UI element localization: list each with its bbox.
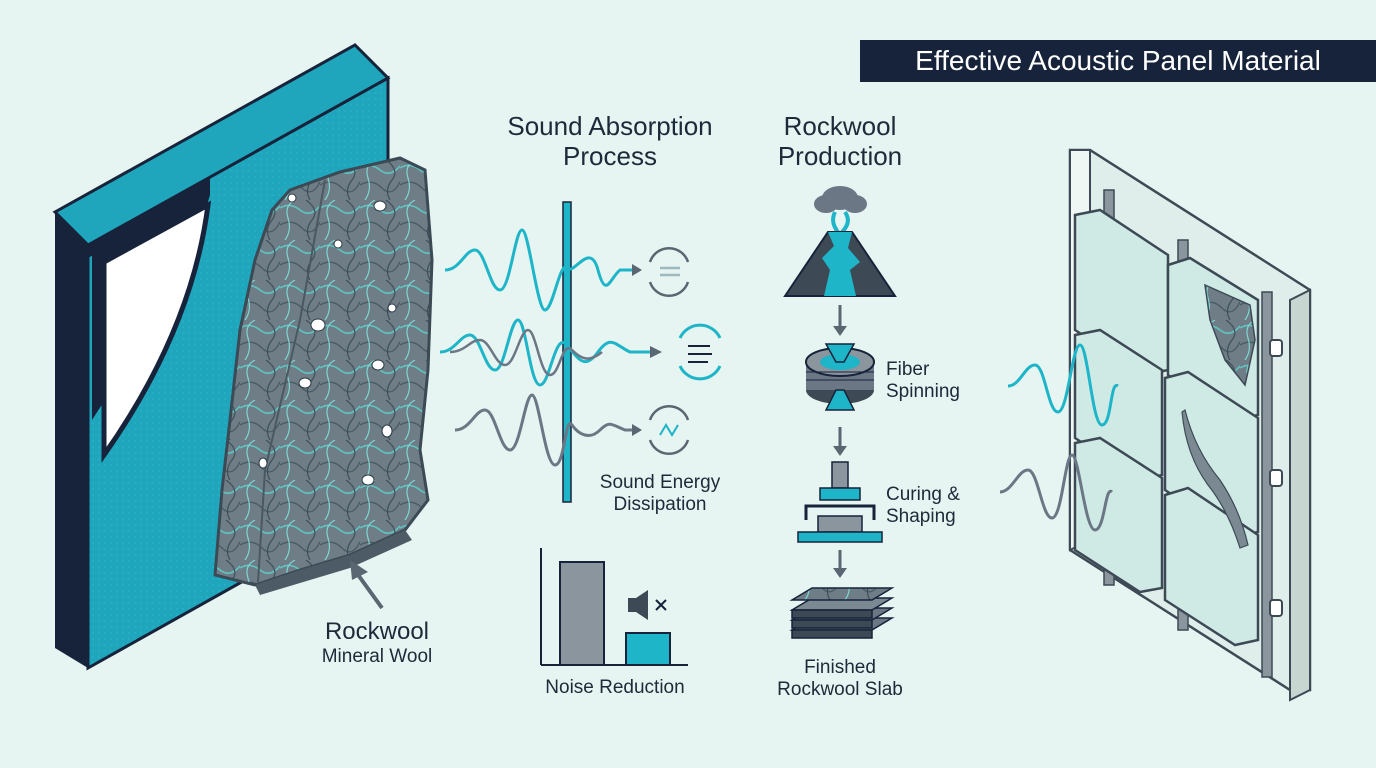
panel-sound-wave-1 [1007, 343, 1119, 427]
production-heading-line2: Production [777, 140, 903, 171]
absorption-diagram [439, 201, 722, 503]
wall-frame-top [88, 178, 210, 258]
fiber-spinner-icon [805, 343, 875, 411]
material-name: Rockwool [324, 618, 430, 645]
mute-speaker-icon [628, 590, 667, 620]
production-diagram [783, 186, 897, 639]
panel-core-reveal [1204, 283, 1256, 387]
rockwool-sample-illustration [213, 156, 434, 595]
step-3-line1: Finished [804, 657, 876, 678]
step-2-line1: Curing & [886, 484, 960, 505]
material-subtitle: Mineral Wool [321, 645, 433, 667]
mounting-brackets [1269, 339, 1283, 617]
slab-stack-icon [789, 587, 895, 639]
sound-wave-3 [454, 393, 632, 467]
step-fiber-spinning-label: Fiber Spinning [886, 359, 1006, 403]
step-1-line2: Spinning [886, 380, 960, 402]
noise-before-bar [559, 561, 605, 666]
press-icon [797, 461, 883, 543]
step-curing-shaping-label: Curing & Shaping [886, 484, 1006, 528]
rockwool-pointer-arrow [350, 560, 384, 610]
absorption-heading: Sound Absorption Process [470, 111, 750, 172]
dissipation-label: Sound Energy Dissipation [580, 472, 740, 516]
step-1-line1: Fiber [886, 359, 930, 380]
panel-sound-wave-2 [999, 453, 1114, 532]
sound-wave-2 [439, 318, 650, 387]
step-finished-slab-label: Finished Rockwool Slab [760, 657, 920, 701]
step-2-line2: Shaping [886, 505, 956, 527]
wall-top-edge [52, 43, 391, 247]
noise-reduction-chart [540, 548, 688, 666]
production-heading-line1: Rockwool [783, 111, 897, 141]
page-title: Effective Acoustic Panel Material [860, 40, 1376, 82]
dissipation-icon-2 [678, 323, 722, 381]
noise-reduction-label: Noise Reduction [545, 677, 685, 698]
dissipation-icon-1 [648, 247, 690, 297]
step-3-line2: Rockwool Slab [777, 678, 903, 700]
dissipation-label-line1: Sound Energy [599, 472, 721, 493]
production-heading: Rockwool Production [740, 111, 940, 172]
dissipation-label-line2: Dissipation [613, 493, 707, 515]
wall-side-edge [55, 212, 88, 668]
absorption-heading-line2: Process [563, 140, 657, 171]
wall-cutout-opening [101, 200, 212, 463]
volcano-icon [783, 186, 897, 297]
mounted-panels-illustration [999, 148, 1312, 702]
noise-after-bar [625, 632, 671, 666]
dissipation-icon-3 [648, 405, 690, 455]
absorption-heading-line1: Sound Absorption [507, 111, 713, 141]
rockwool-chunk-edge [255, 530, 412, 595]
material-label: Rockwool Mineral Wool [292, 618, 462, 667]
sound-wave-1 [444, 228, 632, 312]
